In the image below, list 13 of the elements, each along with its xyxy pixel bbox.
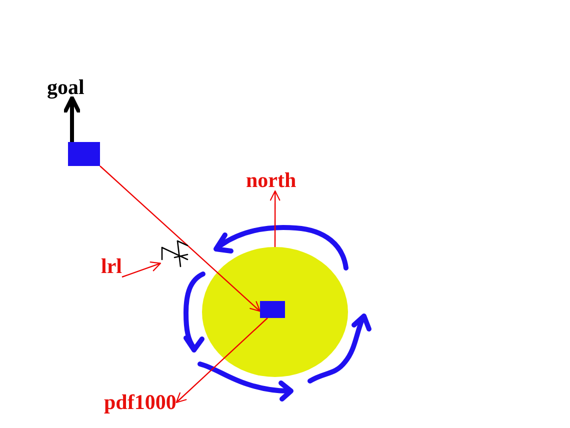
callout-label: lrl bbox=[101, 256, 122, 277]
center-square bbox=[260, 301, 285, 318]
arrow bbox=[176, 318, 268, 404]
marker-square bbox=[68, 142, 100, 166]
cross-mark-icon bbox=[160, 240, 188, 268]
circle-zone bbox=[202, 247, 348, 377]
arrow bbox=[270, 190, 280, 247]
leader-arrow bbox=[122, 262, 162, 278]
target-label: goal bbox=[47, 77, 84, 98]
heading-label: north bbox=[246, 170, 296, 191]
arrow bbox=[100, 166, 261, 312]
text-label: pdf1000 bbox=[104, 392, 176, 413]
arrow bbox=[63, 96, 81, 142]
